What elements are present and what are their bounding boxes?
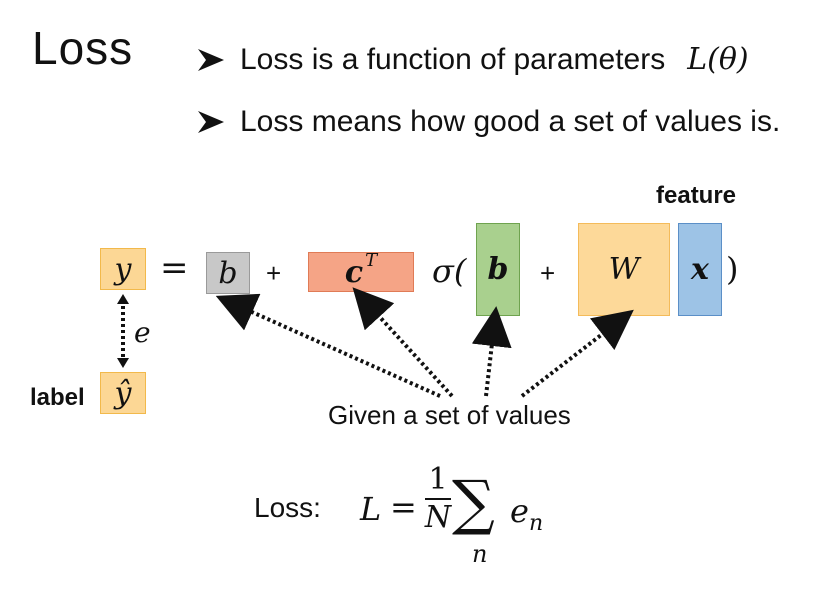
summation-index: n xyxy=(472,540,488,568)
y-yhat-double-arrow xyxy=(117,294,129,368)
arrow-to-b-bias xyxy=(215,293,441,398)
loss-term-subscript: n xyxy=(528,511,544,536)
b-vector-symbol: b xyxy=(487,252,509,287)
plus-sign-1: + xyxy=(266,258,282,288)
c-symbol: c xyxy=(344,254,364,290)
plus-sign-2: + xyxy=(540,258,556,288)
c-transpose-box: c T xyxy=(308,249,414,292)
b-bias-box: b xyxy=(206,252,250,294)
fraction-numerator: 1 xyxy=(428,462,448,497)
error-e-symbol: e xyxy=(134,316,151,349)
bullet-2: Loss means how good a set of values is. xyxy=(196,104,780,140)
w-symbol: W xyxy=(608,252,640,287)
equals-sign: = xyxy=(160,248,189,288)
bullet-1-text: Loss is a function of parameters xyxy=(240,43,666,76)
fraction-bar xyxy=(425,498,451,500)
fraction-denominator: N xyxy=(424,500,452,535)
label-text: label xyxy=(30,384,85,411)
loss-term: en xyxy=(510,492,543,536)
arrow-to-b-vector xyxy=(471,306,512,397)
x-symbol: x xyxy=(691,252,709,287)
arrow-bullet-icon xyxy=(198,111,224,133)
fraction: 1 N xyxy=(424,462,452,536)
x-feature-box: x xyxy=(678,223,722,316)
formula-prefix: Loss: xyxy=(254,492,321,523)
w-matrix-box: W xyxy=(578,223,670,316)
arrow-to-c-transpose xyxy=(352,287,454,398)
arrow-bullet-icon xyxy=(198,49,224,71)
y-box: y xyxy=(100,248,146,290)
formula-lhs: L xyxy=(360,490,382,528)
bullet-1: Loss is a function of parameters L(θ) xyxy=(196,42,749,78)
b-bias-symbol: b xyxy=(218,255,238,291)
arrow-to-w-matrix xyxy=(520,309,634,398)
transpose-superscript: T xyxy=(365,249,378,271)
yhat-symbol: ŷ xyxy=(114,375,132,411)
b-vector-box: b xyxy=(476,223,520,316)
bullet-1-math: L(θ) xyxy=(687,42,749,77)
bullet-2-text: Loss means how good a set of values is. xyxy=(240,105,781,138)
formula-equals: = xyxy=(390,488,417,526)
slide-title: Loss xyxy=(32,22,134,74)
sigma-open: σ( xyxy=(432,252,467,290)
feature-label: feature xyxy=(656,182,737,209)
sigma-close: ) xyxy=(726,250,739,288)
summation-sign: ∑ xyxy=(452,468,495,538)
yhat-box: ŷ xyxy=(100,372,146,414)
given-values-caption: Given a set of values xyxy=(328,400,571,430)
y-symbol: y xyxy=(114,251,132,287)
loss-term-e: e xyxy=(510,492,529,530)
